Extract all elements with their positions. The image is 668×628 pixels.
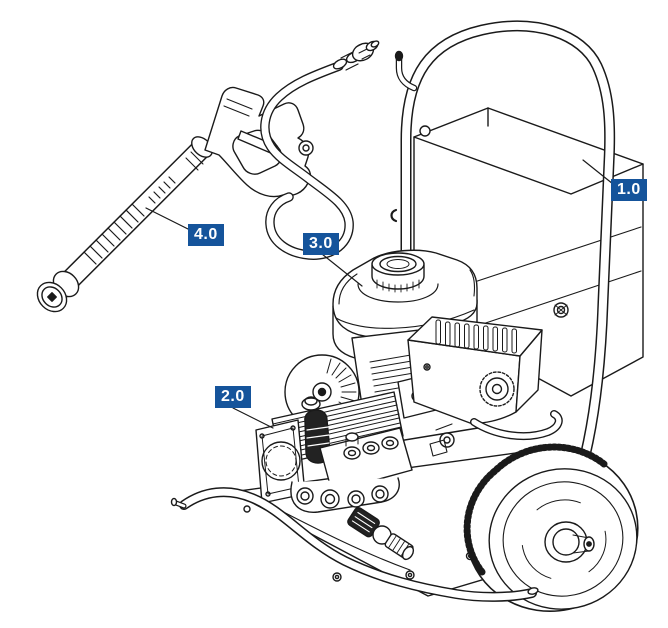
muffler-box	[407, 316, 563, 441]
high-pressure-hose	[260, 40, 380, 260]
bumper-rail	[170, 487, 539, 602]
leader-lines	[145, 159, 614, 429]
callout-pump-assembly[interactable]: 2.0	[215, 386, 251, 408]
pump-assembly	[255, 391, 415, 561]
heat-shield-disc	[479, 371, 515, 407]
leader-1	[582, 159, 614, 185]
leader-3	[321, 253, 363, 287]
callout-engine-fuel-tank[interactable]: 3.0	[303, 233, 339, 255]
nozzle-tip	[47, 292, 57, 302]
axle-end	[586, 541, 592, 547]
hook-tip	[394, 50, 404, 62]
leader-4	[145, 207, 191, 231]
vent-slats	[435, 319, 517, 354]
spray-lance	[36, 138, 212, 313]
wheel	[463, 443, 639, 613]
inlet-fitting	[347, 506, 380, 538]
cooling-fins	[369, 349, 445, 393]
leader-2	[232, 407, 274, 429]
lance-grip-ribs	[83, 176, 176, 265]
callout-cart-handle-frame[interactable]: 1.0	[611, 179, 647, 201]
cap-ribs	[376, 279, 420, 293]
tire-tread	[463, 443, 608, 576]
callout-spray-gun-lance[interactable]: 4.0	[188, 224, 224, 246]
cart-handle-frame	[390, 20, 616, 542]
spray-gun	[191, 86, 314, 198]
